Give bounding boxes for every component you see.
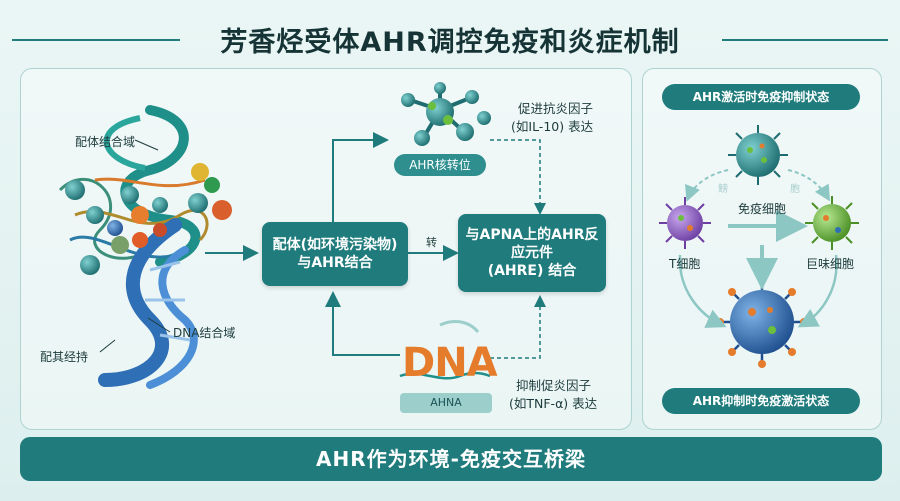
t-cell-icon	[659, 197, 711, 249]
arrow-up-to-nuclear	[332, 132, 389, 222]
curve-macrophage-to-activated	[797, 254, 838, 328]
anti-inflammatory-line2: (如IL-10) 表达	[511, 119, 594, 134]
ligand-box-line2: 与AHR结合	[297, 255, 373, 271]
t-cell-label: T细胞	[669, 257, 701, 271]
faint-label-left: 鳑	[718, 184, 728, 195]
title-area: 芳香烃受体AHR调控免疫和炎症机制	[0, 16, 900, 62]
arrow-label: 转	[426, 236, 437, 249]
ahre-box-line1: 与APNA上的AHR反	[465, 226, 599, 243]
ahre-box-line2: 应元件	[511, 244, 553, 261]
page-title: 芳香烃受体AHR调控免疫和炎症机制	[220, 27, 680, 58]
title-rule-right	[722, 39, 888, 41]
ligand-box-line1: 配体(如环境污染物)	[272, 236, 398, 253]
dashed-immune-to-tcell	[685, 169, 729, 202]
anti-inflammatory-line1: 促进抗炎因子	[518, 101, 594, 116]
callout-ligand	[134, 139, 159, 151]
dna-pill: AHNA	[400, 393, 492, 413]
dna-arc-icon	[439, 320, 480, 334]
curve-tcell-to-activated	[678, 254, 727, 328]
partner-label: 配其经持	[40, 350, 89, 364]
immune-cell-icon	[728, 125, 788, 185]
activated-cell-icon	[716, 276, 808, 368]
pro-inflammatory-line2: (如TNF-α) 表达	[509, 396, 598, 411]
ligand-domain-label: 配体结合域	[75, 135, 136, 149]
pro-inflammatory-line1: 抑制促炎因子	[516, 378, 592, 393]
title-rule-left	[12, 39, 180, 41]
dna-word: DNA	[402, 340, 498, 386]
ahre-box-line3: (AHRE) 结合	[487, 263, 577, 280]
ligand-binding-box: 配体(如环境污染物) 与AHR结合	[262, 222, 408, 286]
callout-partner	[99, 339, 116, 353]
dashed-dna-to-ahre	[490, 295, 546, 359]
callout-dna	[147, 317, 171, 333]
ahre-binding-box: 与APNA上的AHR反 应元件 (AHRE) 结合	[458, 214, 606, 292]
suppression-state-header: AHR激活时免疫抑制状态	[662, 84, 860, 110]
bottom-banner: AHR作为环境-免疫交互桥梁	[20, 437, 882, 481]
nuclear-molecule-icon	[401, 82, 491, 146]
macrophage-label: 巨味细胞	[806, 257, 855, 271]
dna-domain-label: DNA结合域	[173, 326, 236, 340]
ahr-protein-illustration	[58, 105, 232, 389]
immune-cell-label: 免疫细胞	[738, 202, 787, 216]
nuclear-translocation-pill: AHR核转位	[394, 154, 486, 176]
activation-state-header: AHR抑制时免疫激活状态	[662, 388, 860, 414]
dna-wave-icon	[399, 371, 491, 380]
faint-label-right: 胞	[790, 184, 800, 195]
dashed-nuclear-to-ahre	[490, 139, 546, 215]
macrophage-icon	[805, 196, 859, 250]
arrow-dna-to-ligand	[325, 291, 400, 356]
dashed-immune-to-macrophage	[787, 169, 831, 202]
